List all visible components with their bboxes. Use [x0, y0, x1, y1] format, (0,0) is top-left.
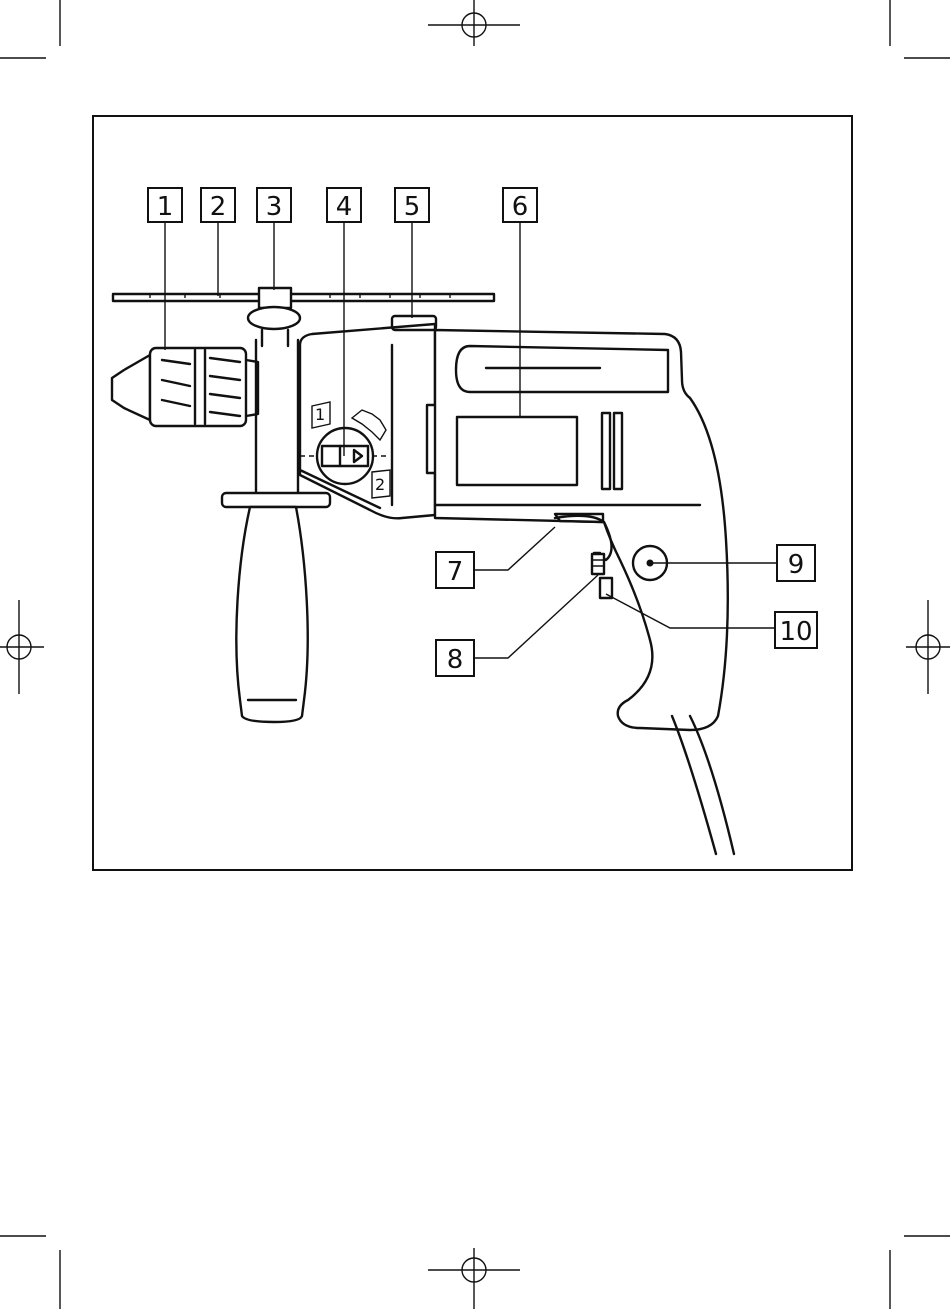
callout-3: 3	[257, 188, 291, 222]
callout-8: 8	[436, 640, 474, 676]
callout-10: 10	[775, 612, 817, 648]
svg-text:3: 3	[266, 192, 283, 222]
registration-mark-bottom	[428, 1248, 520, 1309]
drill-illustration	[112, 288, 734, 854]
svg-text:1: 1	[157, 192, 174, 222]
registration-mark-right	[906, 600, 950, 694]
dial-label-1: 1	[315, 405, 325, 424]
svg-text:10: 10	[779, 617, 812, 647]
callout-1: 1	[148, 188, 182, 222]
depth-stop-clamp	[248, 288, 300, 346]
callout-2: 2	[201, 188, 235, 222]
svg-text:5: 5	[404, 192, 421, 222]
drill-body	[435, 330, 734, 854]
trigger-assembly	[592, 553, 612, 598]
callout-7: 7	[436, 552, 474, 588]
depth-stop-rod	[113, 294, 494, 301]
chuck	[112, 348, 258, 426]
registration-mark-left	[0, 600, 44, 694]
callout-5: 5	[395, 188, 429, 222]
registration-mark-top	[428, 0, 520, 46]
svg-text:9: 9	[788, 550, 805, 580]
callout-4: 4	[327, 188, 361, 222]
callout-9: 9	[777, 545, 815, 581]
svg-text:2: 2	[210, 192, 227, 222]
svg-text:7: 7	[447, 557, 464, 587]
callout-6: 6	[503, 188, 537, 222]
svg-text:6: 6	[512, 192, 529, 222]
svg-text:8: 8	[447, 645, 464, 675]
svg-text:4: 4	[336, 192, 353, 222]
dial-label-2: 2	[375, 475, 385, 494]
